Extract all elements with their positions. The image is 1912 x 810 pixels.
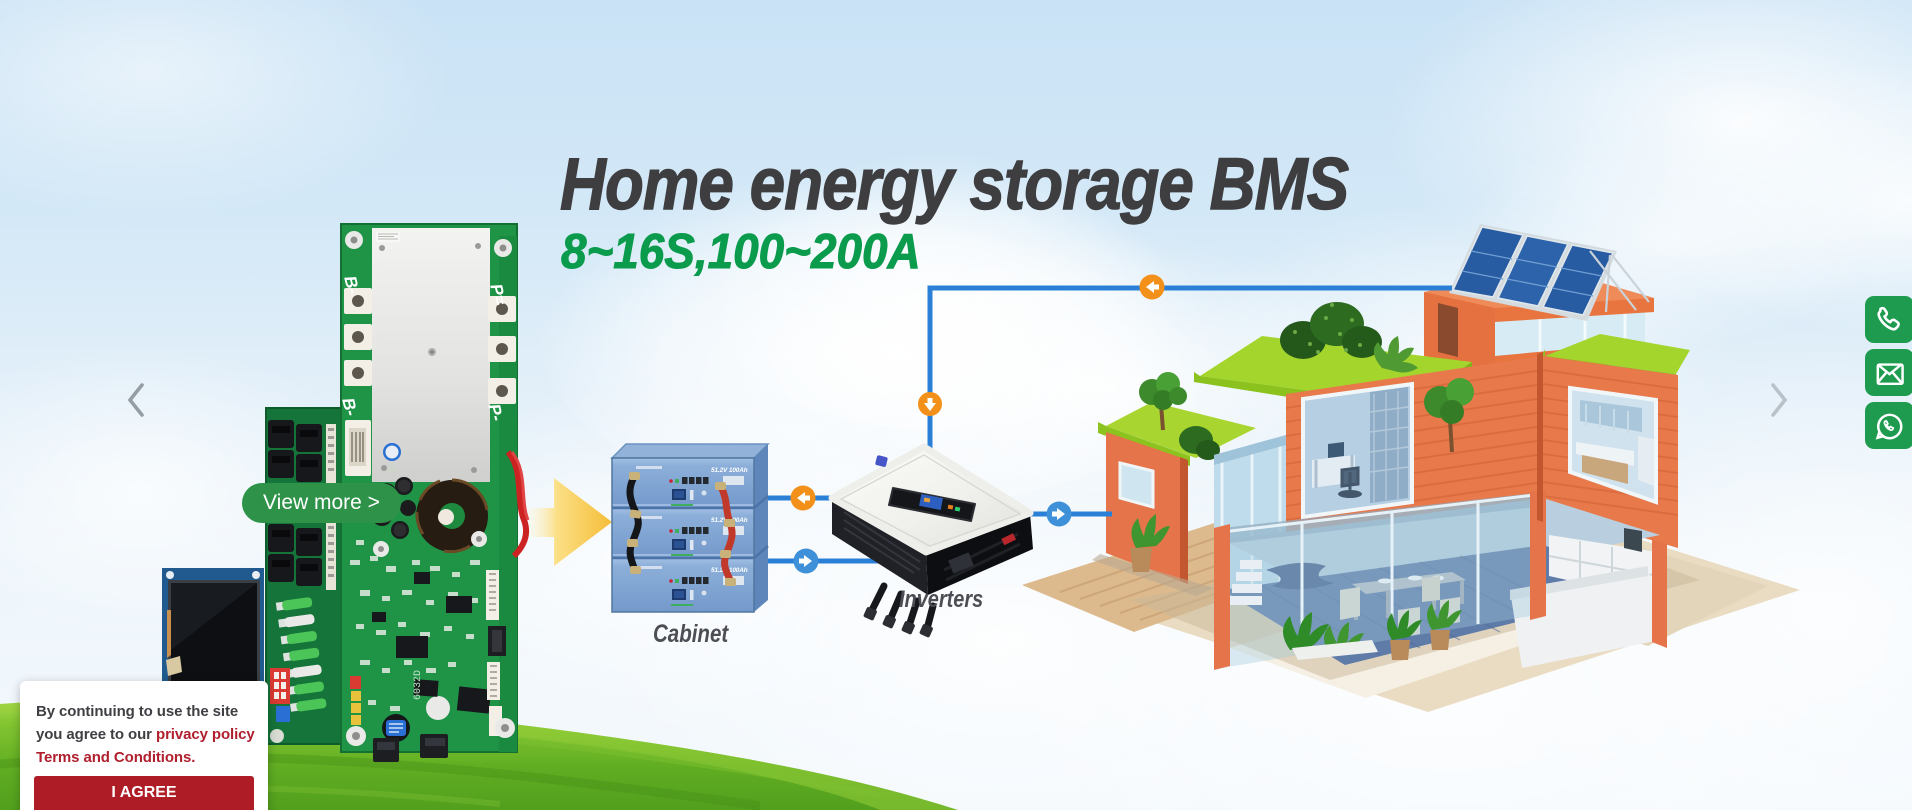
svg-text:P=: P= [486, 282, 510, 307]
svg-text:B-: B- [340, 274, 363, 296]
svg-text:P-: P- [484, 402, 507, 423]
svg-text:6032D: 6032D [413, 670, 424, 700]
svg-text:51.2V 100Ah: 51.2V 100Ah [711, 467, 748, 474]
svg-text:B-: B- [338, 396, 361, 418]
